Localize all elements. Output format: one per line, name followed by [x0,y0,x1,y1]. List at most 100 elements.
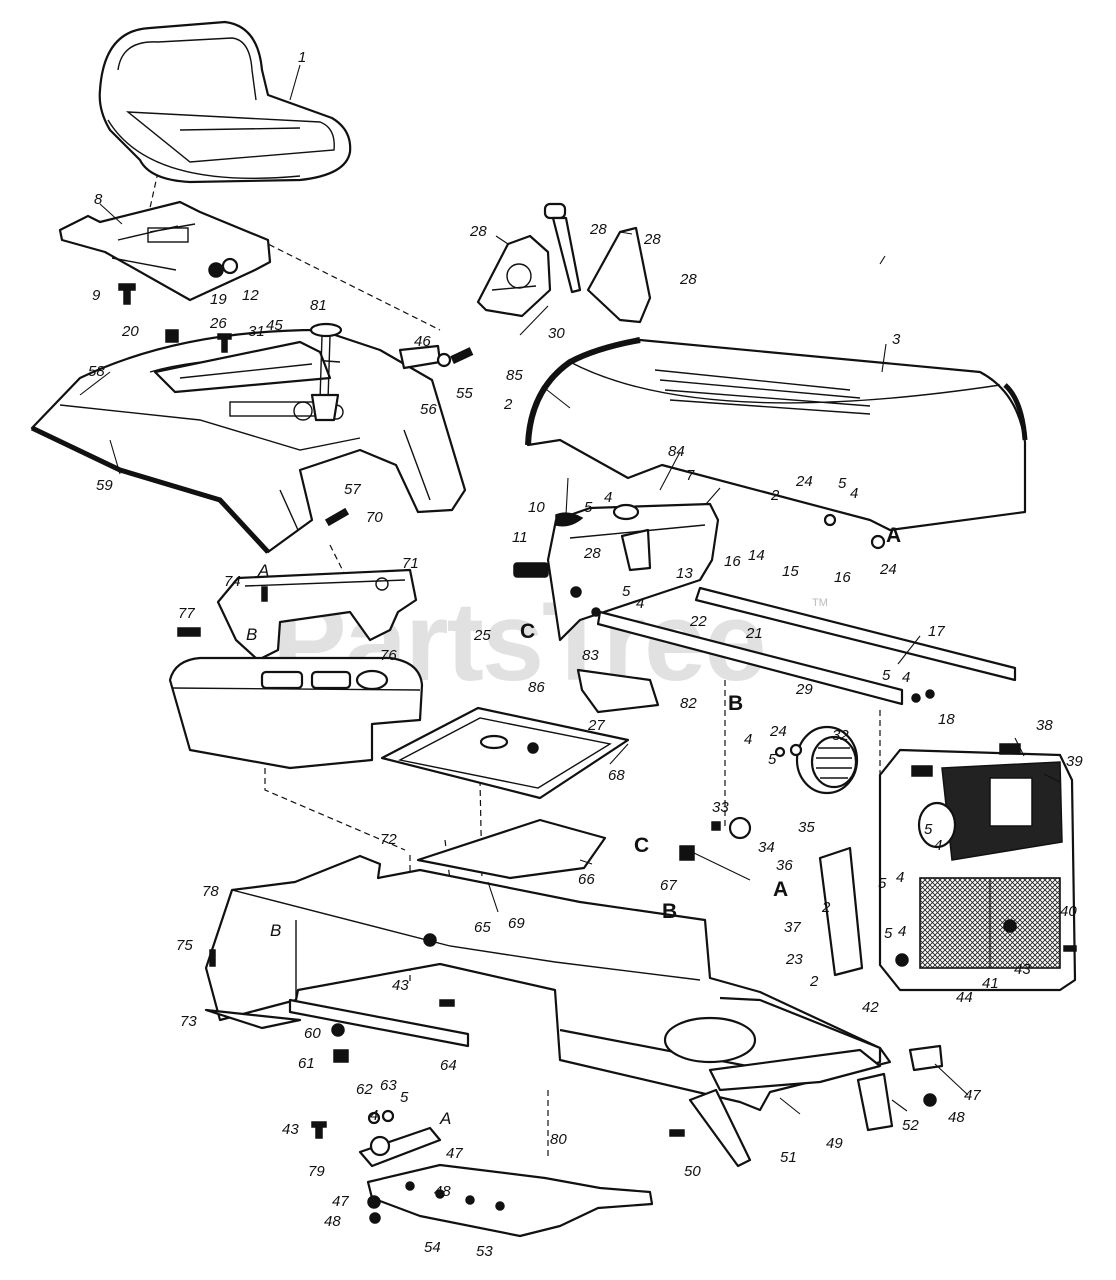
part-number-20: 20 [121,323,139,340]
knob-84 [612,503,640,521]
part-number-4-a: 4 [604,489,612,506]
reference-letters: A A B B C C A B B A [246,524,901,1128]
part-number-48-b: 48 [434,1183,451,1200]
part-number-47-a: 47 [964,1087,981,1104]
part-number-80: 80 [550,1131,567,1148]
part-number-36: 36 [776,857,793,874]
ref-letter-a-right: A [886,524,901,547]
part-number-15: 15 [782,563,799,580]
part-number-5-a: 5 [584,499,593,516]
part-number-33: 33 [712,799,729,816]
part-number-4-b: 4 [850,485,858,502]
part-number-59: 59 [96,477,113,494]
part-number-47-c: 47 [332,1193,349,1210]
screw-26 [217,333,232,353]
screw-74 [261,586,268,602]
part-number-85: 85 [506,367,523,384]
part-number-4-c: 4 [636,595,644,612]
part-number-74: 74 [224,573,241,590]
part-number-callouts: 1 2 2 2 2 3 4 4 4 4 4 4 4 4 4 5 5 5 5 5 … [88,49,1083,1260]
part-number-5-c: 5 [622,583,631,600]
ref-letter-c-switch: C [634,834,649,857]
ref-letter-b-panel: B [246,625,257,644]
part-number-22: 22 [689,613,707,630]
hinge-79 [358,1126,442,1168]
step-plate-80 [366,1163,654,1238]
part-number-5-e: 5 [768,751,777,768]
washer-56 [436,352,452,368]
part-number-10: 10 [528,499,545,516]
part-number-4-d: 4 [902,669,910,686]
main-frame [204,854,892,1112]
fuel-strap-part [153,340,332,394]
part-number-50: 50 [684,1163,701,1180]
dash-frame-part [546,502,720,642]
part-number-24-a: 24 [795,473,813,490]
part-number-73: 73 [180,1013,197,1030]
part-number-4-g: 4 [896,869,904,886]
part-number-82: 82 [680,695,697,712]
part-number-47-b: 47 [446,1145,463,1162]
bracket-27 [576,668,660,714]
bolt-55 [450,347,474,364]
part-number-30: 30 [548,325,565,342]
ref-letter-a-panel: A [257,561,269,580]
part-number-42: 42 [862,999,879,1016]
part-number-63: 63 [380,1077,397,1094]
part-number-60: 60 [304,1025,321,1042]
part-number-28-a: 28 [469,223,487,240]
part-number-76: 76 [380,647,397,664]
part-number-44: 44 [956,989,973,1006]
headlight-32 [795,725,859,795]
part-number-5-h: 5 [884,925,893,942]
part-number-26: 26 [209,315,227,332]
part-number-56: 56 [420,401,437,418]
part-number-54: 54 [424,1239,441,1256]
part-number-2-bottom: 2 [809,973,819,990]
part-number-2-panel: 2 [821,899,831,916]
part-number-28-e: 28 [583,545,601,562]
console-28-left [476,234,552,318]
part-number-21: 21 [745,625,763,642]
part-number-31: 31 [248,323,265,340]
part-number-78: 78 [202,883,219,900]
part-number-52: 52 [902,1117,919,1134]
part-number-48-a: 48 [948,1109,965,1126]
part-number-49: 49 [826,1135,843,1152]
part-number-9: 9 [92,287,101,304]
part-number-2-hood: 2 [503,396,513,413]
part-number-27: 27 [587,717,605,734]
seat-bracket-part [58,200,272,302]
part-number-75: 75 [176,937,193,954]
part-number-34: 34 [758,839,775,856]
part-number-16-a: 16 [724,553,741,570]
part-number-8: 8 [94,191,103,208]
part-number-28-d: 28 [679,271,697,288]
key-switch-34 [711,816,752,840]
fastener-hardware [209,513,1077,1224]
rail-17 [694,586,1017,682]
washer-12 [221,257,239,275]
seat-part [98,20,352,184]
part-number-4-e: 4 [744,731,752,748]
part-number-65: 65 [474,919,491,936]
part-number-2-right: 2 [770,487,780,504]
ref-letter-b-rail: B [728,692,743,715]
part-number-17: 17 [928,623,945,640]
ref-letter-a-lower: A [773,878,788,901]
part-number-40: 40 [1060,903,1077,920]
switch-67 [679,845,751,881]
part-number-32: 32 [832,727,849,744]
front-grille-housing [878,743,1077,992]
part-number-57: 57 [344,481,361,498]
part-number-28-b: 28 [589,221,607,238]
part-number-19: 19 [210,291,227,308]
lever-81 [309,322,343,422]
part-number-79: 79 [308,1163,325,1180]
part-number-7: 7 [686,467,695,484]
guard-28-mid [620,528,652,572]
part-number-41: 41 [982,975,999,992]
ref-letter-b-frame: B [662,900,677,923]
rod-30 [519,305,549,336]
part-number-55: 55 [456,385,473,402]
